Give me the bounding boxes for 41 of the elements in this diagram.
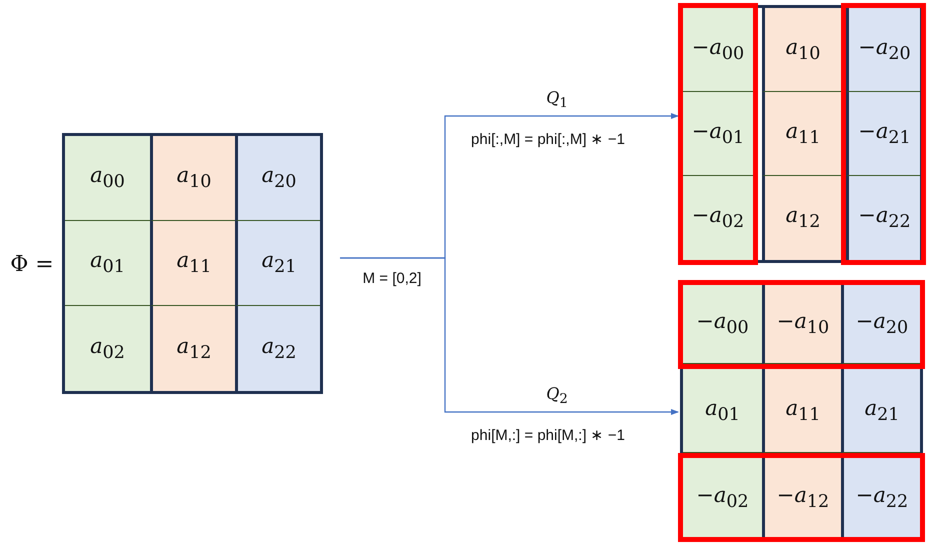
code-label: phi[:,M] = phi[:,M] ∗ −1: [471, 130, 625, 148]
matrix-cell: −a$_{20}$: [846, 8, 920, 92]
matrix-grid: [680, 5, 923, 263]
matrix-cell: a$_{00}$: [65, 136, 150, 221]
matrix-cell: −a$_{01}$: [683, 92, 753, 176]
index-label: M = [0,2]: [362, 270, 422, 287]
matrix-grid: [680, 282, 923, 540]
matrix-cell: a$_{12}$: [762, 176, 841, 260]
code-label: phi[M,:] = phi[M,:] ∗ −1: [471, 426, 625, 444]
arrow: [340, 257, 679, 415]
matrix-cell: a$_{21}$: [841, 369, 920, 453]
matrix-cell: a$_{01}$: [683, 369, 762, 453]
matrix-cell: a$_{21}$: [235, 221, 320, 306]
matrix-cell: a$_{22}$: [235, 306, 320, 391]
edge-label: Q$_{1}$: [546, 88, 568, 112]
matrix-grid: [62, 133, 323, 394]
matrix-cell: a$_{11}$: [762, 92, 841, 176]
equation-label: Φ =: [10, 252, 54, 277]
matrix-cell: −a$_{02}$: [683, 458, 762, 537]
highlight-frame: [678, 280, 925, 369]
matrix-cell: −a$_{22}$: [841, 458, 920, 537]
highlight-frame: [678, 3, 758, 265]
matrix-cell: −a$_{22}$: [846, 176, 920, 260]
edge-label: Q$_{2}$: [546, 384, 568, 408]
matrix-cell: −a$_{02}$: [683, 176, 753, 260]
highlight-frame: [841, 3, 926, 265]
highlight-frame: [678, 453, 925, 542]
matrix-cell: −a$_{20}$: [841, 285, 920, 364]
matrix-cell: a$_{01}$: [65, 221, 150, 306]
matrix-cell: a$_{20}$: [235, 136, 320, 221]
matrix-cell: a$_{11}$: [762, 369, 841, 453]
matrix-cell: −a$_{10}$: [762, 285, 841, 364]
matrix-cell: a$_{10}$: [150, 136, 235, 221]
matrix-cell: −a$_{21}$: [846, 92, 920, 176]
matrix-cell: a$_{02}$: [65, 306, 150, 391]
matrix-cell: a$_{12}$: [150, 306, 235, 391]
matrix-cell: −a$_{12}$: [762, 458, 841, 537]
matrix-cell: −a$_{00}$: [683, 285, 762, 364]
matrix-cell: a$_{11}$: [150, 221, 235, 306]
matrix-cell: a$_{10}$: [762, 8, 841, 92]
matrix-cell: −a$_{00}$: [683, 8, 753, 92]
